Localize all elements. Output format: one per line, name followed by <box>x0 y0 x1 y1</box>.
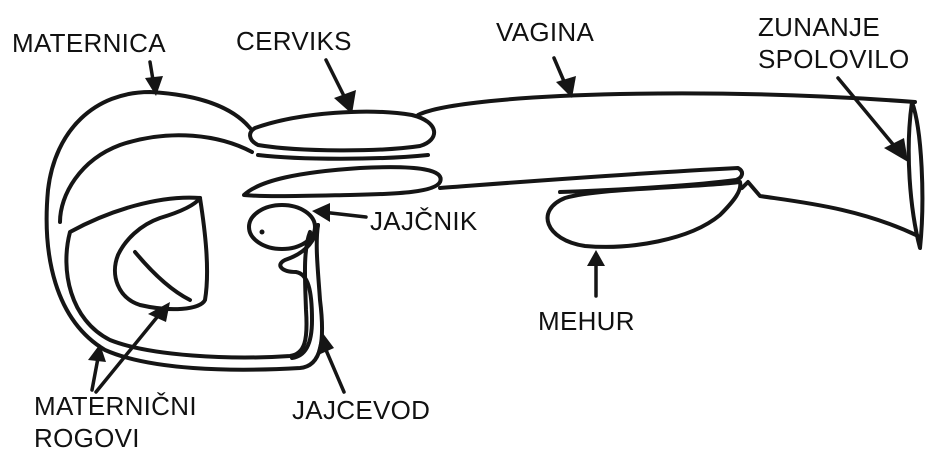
uterine-horn-outline <box>66 198 310 358</box>
cervix-mid-line <box>258 155 428 159</box>
bladder-arrow-head <box>587 250 605 266</box>
ovary-dot <box>260 230 265 235</box>
vagina-floor-line <box>742 182 918 236</box>
label-uterus: MATERNICA <box>12 28 166 58</box>
uterus-inner-line <box>60 135 252 222</box>
oviduct-arrow-head <box>316 332 334 356</box>
label-ovary: JAJČNIK <box>370 206 478 236</box>
vagina-top-line <box>418 93 915 115</box>
label-uterine-horns-line2: ROGOVI <box>34 423 140 453</box>
cervix-upper-fold <box>250 112 434 151</box>
uterine-horns-arrow2-head <box>148 302 170 322</box>
ovary-outline <box>249 205 315 249</box>
external-genitalia-outline <box>909 102 923 248</box>
uterine-horns-arrow2-shaft <box>96 316 158 392</box>
vagina-bottom-line <box>440 168 742 192</box>
uterine-horn-inner-line <box>135 252 190 300</box>
external-genitalia-arrow-shaft <box>838 78 896 148</box>
cervix-arrow-shaft <box>326 60 346 100</box>
uterine-horn-coil <box>115 198 207 309</box>
label-external-genitalia-line1: ZUNANJE <box>758 12 880 42</box>
label-vagina: VAGINA <box>496 17 594 47</box>
label-bladder: MEHUR <box>538 306 635 336</box>
cervix-lower-fold <box>244 167 441 196</box>
external-genitalia-arrow-head <box>884 138 908 162</box>
uterine-horns-arrow1-shaft <box>92 358 98 390</box>
label-uterine-horns-line1: MATERNIČNI <box>34 391 197 421</box>
oviduct-arrow-shaft <box>326 350 344 392</box>
label-oviduct: JAJCEVOD <box>292 395 430 425</box>
label-cervix: CERVIKS <box>236 26 352 56</box>
label-external-genitalia-line2: SPOLOVILO <box>758 44 910 74</box>
